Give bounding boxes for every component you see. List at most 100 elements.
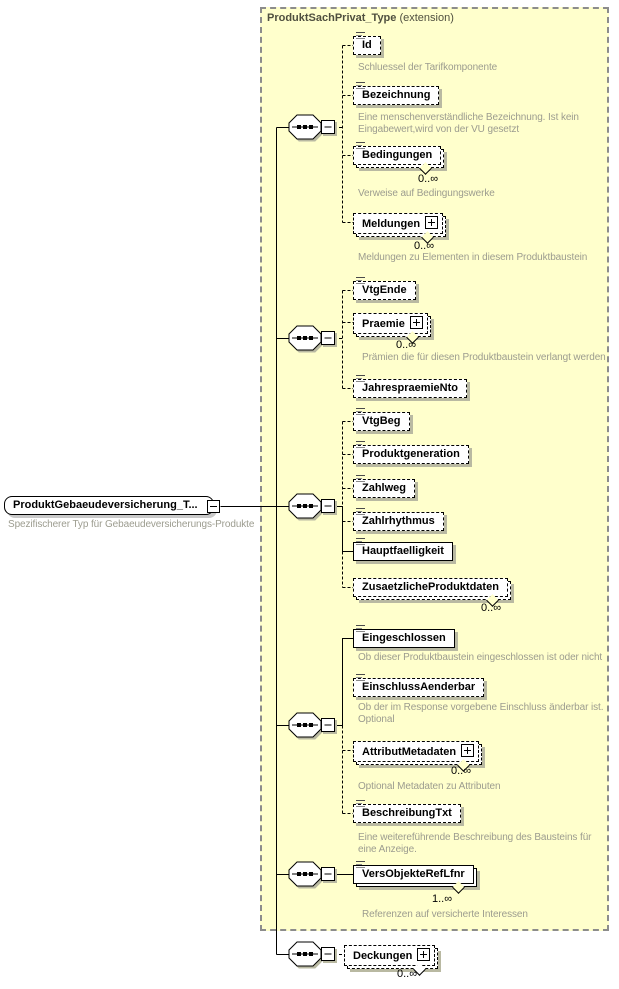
element-VtgEnde: VtgEnde xyxy=(353,277,416,300)
panel-title-text: ProduktSachPrivat_Type xyxy=(267,12,397,24)
element-box[interactable]: Praemie xyxy=(353,313,428,334)
text-content-icon xyxy=(356,440,366,452)
collapse-minus-icon[interactable] xyxy=(207,500,220,513)
text-content-icon xyxy=(356,507,366,519)
element-Deckungen: Deckungen 0..∞ xyxy=(344,945,439,980)
element-label: JahrespraemieNto xyxy=(362,382,458,394)
element-box[interactable]: VtgBeg xyxy=(353,408,410,431)
sequence-compositor[interactable] xyxy=(288,941,336,967)
annotation-text: Prämien die für diesen Produktbaustein v… xyxy=(362,352,606,363)
annotation-text: Eine weitereführende Beschreibung des Ba… xyxy=(358,832,592,855)
panel-title: ProduktSachPrivat_Type (extension) xyxy=(267,12,454,24)
element-box[interactable]: Deckungen xyxy=(344,945,436,966)
annotation-text: Referenzen auf versicherte Interessen xyxy=(362,909,528,920)
text-content-icon xyxy=(356,799,366,811)
occurrence-label: 1..∞ xyxy=(432,893,453,905)
occurrence-label: 0..∞ xyxy=(414,240,435,252)
element-label: Id xyxy=(362,39,372,51)
sequence-compositor[interactable] xyxy=(288,861,336,887)
element-JahrespraemieNto: JahrespraemieNto xyxy=(353,375,467,398)
text-content-icon xyxy=(356,474,366,486)
element-Id: Id xyxy=(353,32,381,55)
expand-plus-icon[interactable] xyxy=(461,744,475,757)
sequence-compositor[interactable] xyxy=(288,493,336,519)
text-content-icon xyxy=(356,374,366,386)
element-label: AttributMetadaten xyxy=(362,746,457,758)
collapse-minus-icon xyxy=(321,499,335,513)
text-content-icon xyxy=(356,141,366,153)
element-box[interactable]: Bezeichnung xyxy=(353,82,440,105)
text-content-icon xyxy=(356,81,366,93)
element-AttributMetadaten: AttributMetadaten 0..∞ xyxy=(353,741,483,777)
element-label: VtgBeg xyxy=(362,415,401,427)
occurrence-label: 0..∞ xyxy=(481,602,502,614)
element-box[interactable]: Eingeschlossen xyxy=(353,625,455,648)
annotation-text: Spezifischerer Typ für Gebaeudeversicher… xyxy=(8,519,255,530)
element-Bezeichnung: Bezeichnung xyxy=(353,82,440,105)
element-Eingeschlossen: Eingeschlossen xyxy=(353,625,455,648)
text-content-icon xyxy=(356,276,366,288)
collapse-minus-icon xyxy=(321,718,335,732)
element-Praemie: Praemie 0..∞ xyxy=(353,313,431,351)
annotation-text: Optional Metadaten zu Attributen xyxy=(358,781,501,792)
element-VtgBeg: VtgBeg xyxy=(353,408,410,431)
collapse-minus-icon xyxy=(321,331,335,345)
text-content-icon xyxy=(356,624,366,636)
element-box[interactable]: VersObjekteRefLfnr xyxy=(353,861,474,884)
element-box[interactable]: JahrespraemieNto xyxy=(353,375,467,398)
annotation-text: Meldungen zu Elementen in diesem Produkt… xyxy=(358,252,588,263)
element-Produktgeneration: Produktgeneration xyxy=(353,441,469,464)
element-Hauptfaelligkeit: Hauptfaelligkeit xyxy=(353,538,453,561)
sequence-compositor[interactable] xyxy=(288,114,336,140)
element-label: Hauptfaelligkeit xyxy=(362,545,444,557)
panel-title-suffix: (extension) xyxy=(399,12,454,24)
element-Meldungen: Meldungen 0..∞ xyxy=(353,213,447,252)
element-box[interactable]: Hauptfaelligkeit xyxy=(353,538,453,561)
occurrence-label: 0..∞ xyxy=(397,968,418,980)
element-Zahlrhythmus: Zahlrhythmus xyxy=(353,508,444,531)
expand-plus-icon[interactable] xyxy=(409,316,423,329)
collapse-minus-icon xyxy=(321,120,335,134)
element-box[interactable]: Zahlweg xyxy=(353,475,416,498)
element-box[interactable]: ZusaetzlicheProduktdaten xyxy=(353,578,508,597)
text-content-icon xyxy=(356,407,366,419)
element-label: Eingeschlossen xyxy=(362,632,446,644)
root-element-box[interactable]: ProduktGebaeudeversicherung_T... xyxy=(4,496,214,515)
element-label: Produktgeneration xyxy=(362,448,460,460)
element-label: Meldungen xyxy=(362,218,421,230)
element-box[interactable]: AttributMetadaten xyxy=(353,741,480,762)
element-box[interactable]: Meldungen xyxy=(353,213,444,234)
element-box[interactable]: EinschlussAenderbar xyxy=(353,674,485,697)
element-box[interactable]: BeschreibungTxt xyxy=(353,800,461,823)
annotation-text: Ob dieser Produktbaustein eingeschlossen… xyxy=(358,652,603,663)
element-label: Bedingungen xyxy=(362,149,433,161)
element-label: BeschreibungTxt xyxy=(362,807,452,819)
expand-plus-icon[interactable] xyxy=(417,948,431,961)
element-box[interactable]: Produktgeneration xyxy=(353,441,469,464)
text-content-icon xyxy=(356,31,366,43)
text-content-icon xyxy=(356,673,366,685)
element-label: Deckungen xyxy=(353,950,413,962)
expand-plus-icon[interactable] xyxy=(425,216,439,229)
element-BeschreibungTxt: BeschreibungTxt xyxy=(353,800,461,823)
element-box[interactable]: Bedingungen xyxy=(353,142,442,165)
element-box[interactable]: Id xyxy=(353,32,381,55)
element-label: Bezeichnung xyxy=(362,89,431,101)
element-box[interactable]: Zahlrhythmus xyxy=(353,508,444,531)
collapse-minus-icon xyxy=(321,867,335,881)
annotation-text: Ob der im Response vorgebene Einschluss … xyxy=(358,702,604,725)
annotation-text: Eine menschenverständliche Bezeichnung. … xyxy=(358,112,579,135)
element-Zahlweg: Zahlweg xyxy=(353,475,416,498)
element-VersObjekteRefLfnr: VersObjekteRefLfnr 1..∞ xyxy=(353,861,477,905)
sequence-compositor[interactable] xyxy=(288,712,336,738)
occurrence-label: 0..∞ xyxy=(451,765,472,777)
occurrence-label: 0..∞ xyxy=(396,339,417,351)
sequence-compositor[interactable] xyxy=(288,325,336,351)
element-label: VersObjekteRefLfnr xyxy=(362,868,465,880)
element-label: Praemie xyxy=(362,318,405,330)
element-EinschlussAenderbar: EinschlussAenderbar xyxy=(353,674,485,697)
element-label: VtgEnde xyxy=(362,284,407,296)
element-box[interactable]: VtgEnde xyxy=(353,277,416,300)
collapse-minus-icon xyxy=(321,947,335,961)
